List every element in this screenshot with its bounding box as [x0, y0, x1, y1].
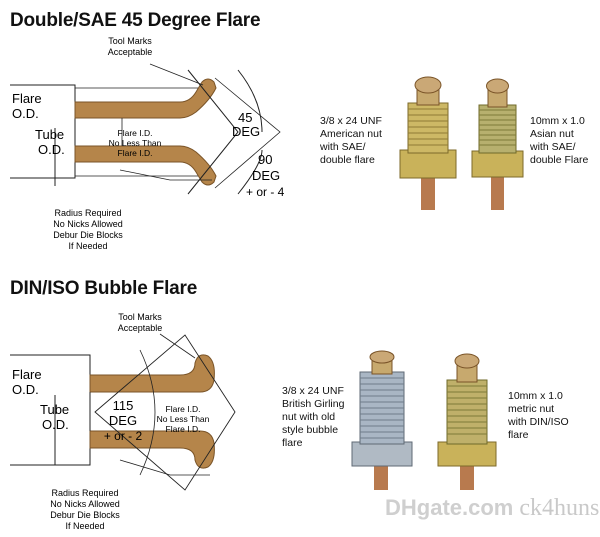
din-flare-od-label-1: Flare: [12, 367, 42, 382]
sae-angle-inner-label-1: 45: [238, 110, 252, 125]
sae-flare-od-label-2: O.D.: [12, 106, 39, 121]
watermark-text: ck4huns: [519, 495, 600, 521]
sae-flare-id-label-3: Flare I.D.: [118, 148, 153, 158]
sae-note-3: Debur Die Blocks: [53, 230, 123, 240]
din-section-title: DIN/ISO Bubble Flare: [10, 278, 198, 299]
sae-tool-marks-label-1: Tool Marks: [108, 36, 152, 46]
watermark: DHgate.com ck4huns: [385, 495, 599, 522]
sae-flare-bottom-shape: [74, 145, 217, 186]
din-tool-marks-label-1: Tool Marks: [118, 312, 162, 322]
sae-angle-outer-label-3: + or - 4: [246, 185, 285, 199]
din-flare-diagram: Tool Marks Acceptable Flare O.D. Tube O.…: [0, 300, 290, 535]
din-flare-id-label-1: Flare I.D.: [166, 404, 201, 414]
sae-flare-id-label-2: No Less Than: [109, 138, 162, 148]
brass-nut-fitting-icon: [435, 350, 500, 495]
din-fitting-2-caption: 10mm x 1.0 metric nut with DIN/ISO flare: [508, 390, 569, 441]
sae-tool-marks-label-2: Acceptable: [108, 47, 153, 57]
din-tool-marks-label-2: Acceptable: [118, 323, 163, 333]
din-tube-od-label-2: O.D.: [42, 417, 69, 432]
din-flare-id-label-3: Flare I.D.: [166, 424, 201, 434]
brass-nut-fitting-icon: [470, 75, 525, 215]
watermark-logo: DHgate.com: [385, 495, 514, 520]
brass-nut-fitting-icon: [398, 75, 458, 215]
sae-fitting-1-caption: 3/8 x 24 UNF American nut with SAE/ doub…: [320, 115, 382, 166]
din-note-4: If Needed: [65, 521, 104, 531]
din-note-2: No Nicks Allowed: [50, 499, 120, 509]
sae-fitting-2-caption: 10mm x 1.0 Asian nut with SAE/ double Fl…: [530, 115, 589, 166]
sae-tube-od-label-1: Tube: [35, 127, 64, 142]
din-fitting-1-caption: 3/8 x 24 UNF British Girling nut with ol…: [282, 385, 345, 449]
sae-angle-outer-label-1: 90: [258, 152, 272, 167]
sae-flare-top-shape: [74, 78, 217, 119]
din-flare-id-label-2: No Less Than: [157, 414, 210, 424]
sae-note-1: Radius Required: [54, 208, 121, 218]
din-flare-od-label-2: O.D.: [12, 382, 39, 397]
sae-note-4: If Needed: [68, 241, 107, 251]
sae-note-2: No Nicks Allowed: [53, 219, 123, 229]
din-angle-label-1: 115: [113, 398, 134, 413]
din-angle-label-3: + or - 2: [104, 429, 143, 443]
sae-flare-id-label-1: Flare I.D.: [118, 128, 153, 138]
sae-angle-inner-label-2: DEG: [232, 124, 260, 139]
din-note-1: Radius Required: [51, 488, 118, 498]
din-note-3: Debur Die Blocks: [50, 510, 120, 520]
din-flare-bottom-shape: [89, 430, 215, 469]
sae-flare-od-label-1: Flare: [12, 91, 42, 106]
sae-tube-od-label-2: O.D.: [38, 142, 65, 157]
din-flare-top-shape: [89, 354, 215, 393]
sae-section-title: Double/SAE 45 Degree Flare: [10, 10, 261, 31]
silver-nut-fitting-icon: [350, 350, 415, 495]
din-angle-label-2: DEG: [109, 413, 137, 428]
sae-angle-outer-label-2: DEG: [252, 168, 280, 183]
din-tube-od-label-1: Tube: [40, 402, 69, 417]
sae-flare-diagram: Tool Marks Acceptable Flare O.D. Tube O.…: [0, 30, 290, 260]
